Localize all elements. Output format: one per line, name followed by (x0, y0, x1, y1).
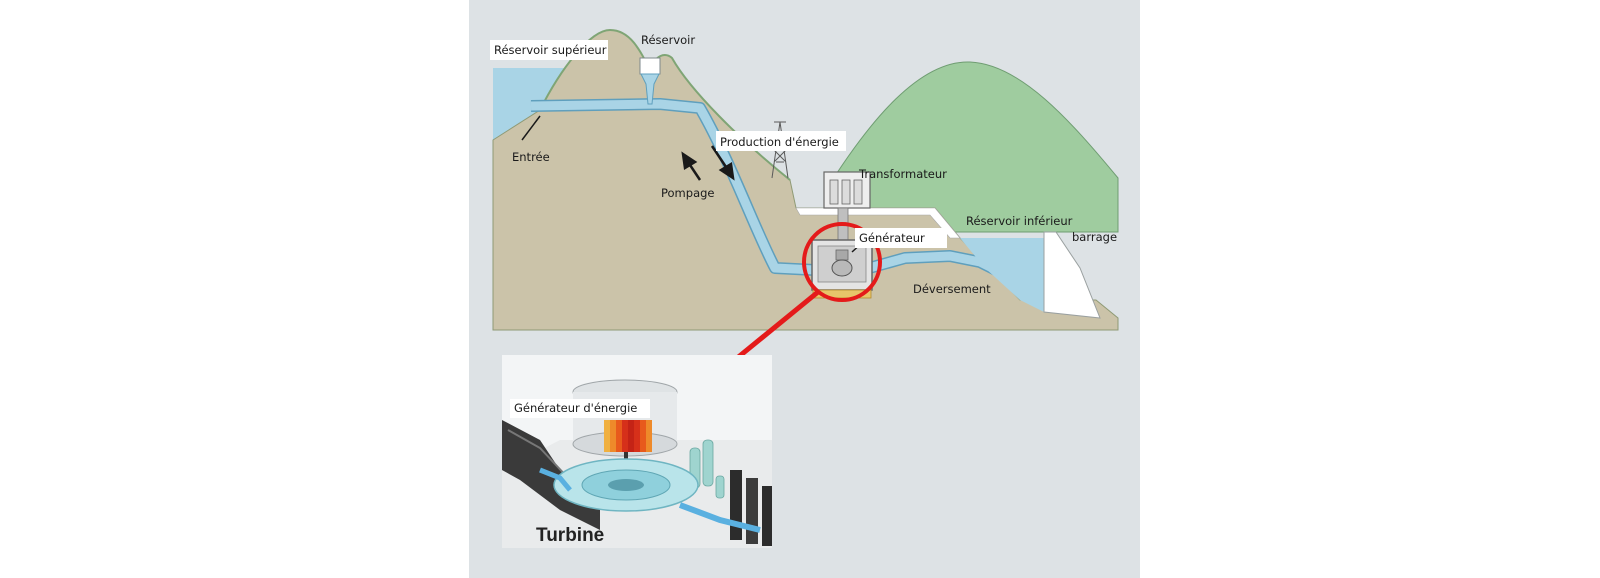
transformer-label: Transformateur (858, 167, 947, 181)
surge-reservoir-label: Réservoir (641, 33, 695, 47)
energy-generator-label-box (510, 399, 650, 418)
lower-reservoir-label: Réservoir inférieur (966, 214, 1073, 228)
pumping-arrows (681, 145, 735, 181)
background-hill (825, 61, 1119, 233)
powerhouse-highlight-circle (802, 222, 882, 302)
upper-reservoir-label: Réservoir supérieur (494, 43, 607, 57)
lower-reservoir-water (960, 238, 1044, 312)
generator-label-box (855, 228, 947, 248)
upper-reservoir-label-box (490, 40, 608, 60)
access-road (795, 207, 961, 239)
energy-generator-label: Générateur d'énergie (514, 401, 637, 415)
turbine-label: Turbine (536, 525, 604, 546)
intake-label: Entrée (512, 150, 550, 164)
generator-label: Générateur (859, 231, 925, 245)
discharge-label: Déversement (913, 282, 991, 296)
intake-pointer (521, 115, 541, 141)
dam-label: barrage (1072, 230, 1117, 244)
surge-shaft (640, 73, 660, 105)
surge-tank (639, 57, 661, 75)
pumping-label: Pompage (661, 186, 715, 200)
dam (1043, 231, 1101, 319)
energy-production-label-box (716, 131, 846, 151)
energy-production-label: Production d'énergie (720, 135, 839, 149)
generator-icon (811, 239, 873, 299)
turbine-inset (502, 355, 772, 548)
